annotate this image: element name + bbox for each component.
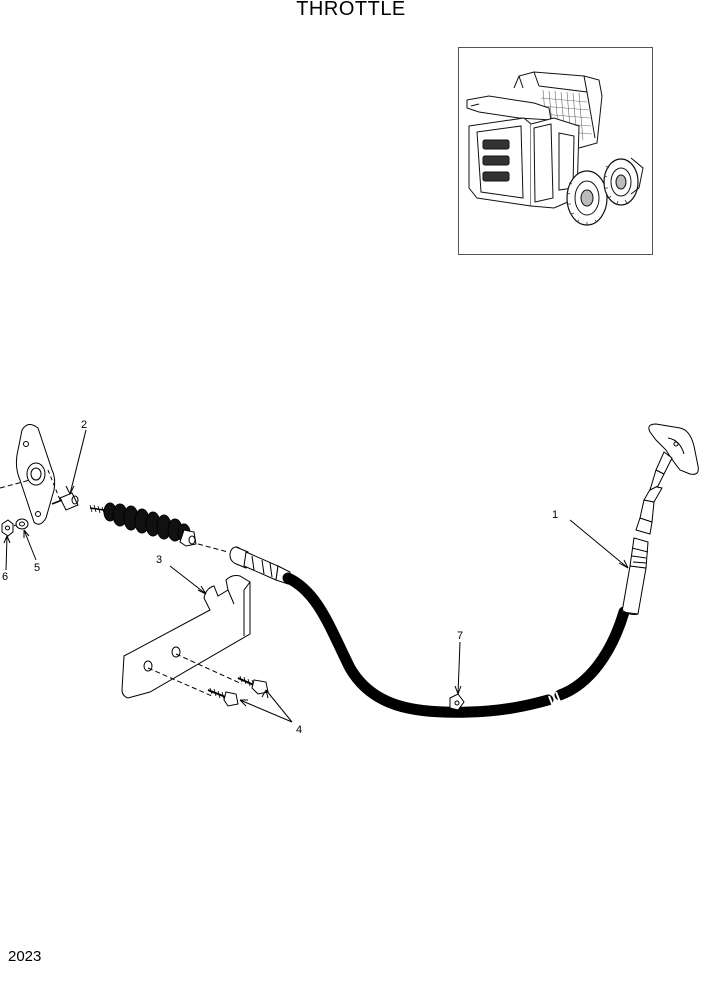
cable-end-part [51, 492, 79, 511]
machine-location-inset [458, 47, 653, 255]
bolt-part [207, 687, 239, 707]
callout-7: 7 [457, 630, 463, 642]
page-title: THROTTLE [296, 0, 406, 20]
washer-part [15, 518, 29, 530]
throttle-control-head [621, 423, 699, 615]
rubber-boot [103, 502, 191, 543]
callout-6: 6 [2, 571, 8, 583]
nut-part [1, 519, 14, 537]
cable-head-fitting [229, 546, 291, 585]
throttle-cable [282, 572, 554, 718]
callout-3: 3 [156, 554, 162, 566]
callout-5: 5 [34, 562, 40, 574]
bolt-part [237, 675, 269, 695]
mounting-bracket [121, 575, 251, 699]
callout-1: 1 [552, 509, 558, 521]
callout-2: 2 [81, 419, 87, 431]
callout-4: 4 [296, 724, 302, 736]
cable-clip [449, 693, 465, 711]
flange-plate [15, 424, 56, 525]
page-number: 2023 [8, 948, 42, 965]
skid-steer-loader-illustration [466, 71, 644, 226]
